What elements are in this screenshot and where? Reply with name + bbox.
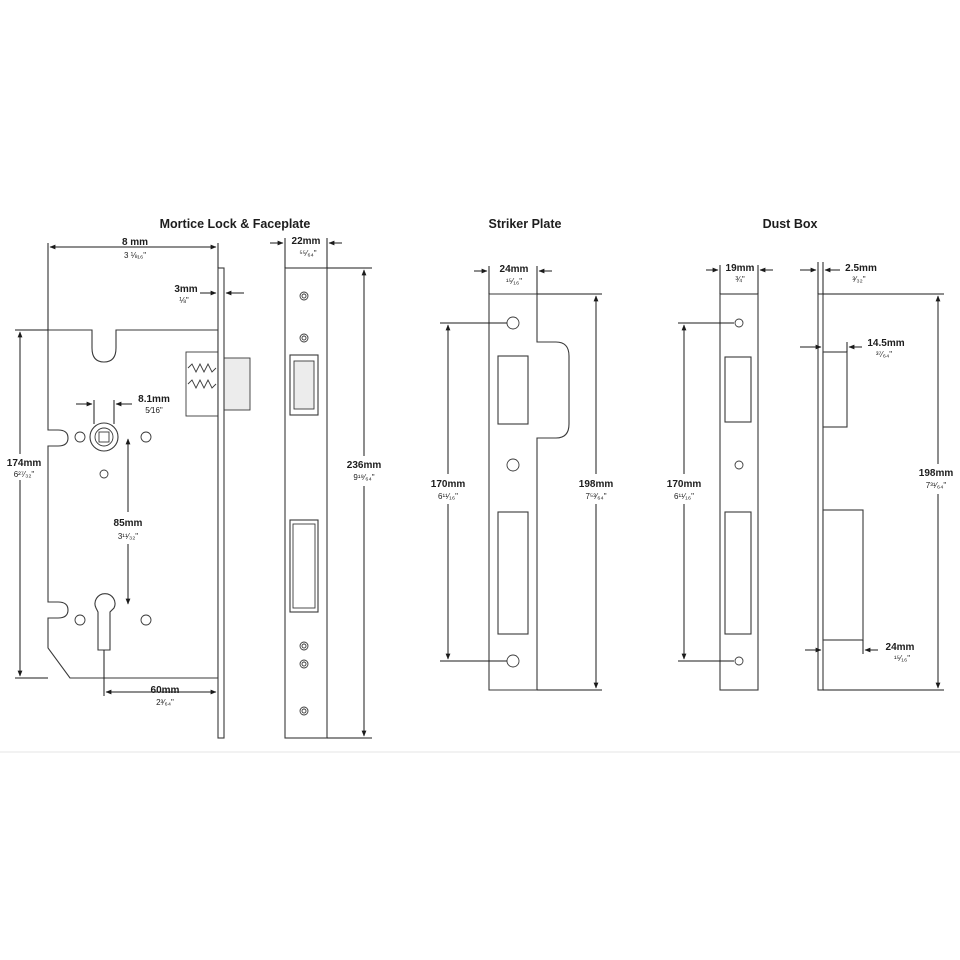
- striker-height-in: 7⁵³⁄₆₄": [585, 492, 606, 501]
- striker-height-mm: 198mm: [579, 479, 614, 490]
- dustbox-latch-slot: [724, 356, 752, 423]
- title-mortice-lock: Mortice Lock & Faceplate: [160, 217, 311, 231]
- fixing-hole: [74, 431, 86, 443]
- lock-backset-in: 2³⁄₆₄": [156, 698, 174, 707]
- plate-thickness-mm: 3mm: [174, 284, 197, 295]
- follower-size-in: 5⁄16": [145, 406, 163, 415]
- dustbox-thickness-mm: 2.5mm: [845, 263, 877, 274]
- dustbox-height-in: 7³¹⁄₆₄": [926, 481, 947, 490]
- striker-deadbolt-slot: [497, 511, 529, 635]
- follower-spindle: [89, 422, 119, 452]
- striker-width-mm: 24mm: [500, 264, 529, 275]
- lock-centres-in: 3¹¹⁄₃₂": [118, 532, 138, 541]
- faceplate-deadbolt-slot: [289, 519, 319, 613]
- latch-spring: [187, 362, 217, 390]
- lock-body: [47, 267, 251, 739]
- plate-thickness-in: ⅛": [179, 296, 189, 305]
- lock-forend: [217, 267, 225, 739]
- dustbox-centres-mm: 170mm: [667, 479, 702, 490]
- lock-width-mm: 8 mm: [122, 237, 148, 248]
- striker-centres-mm: 170mm: [431, 479, 466, 490]
- dustbox-latch-box: [822, 351, 848, 428]
- lock-backset-mm: 60mm: [151, 685, 180, 696]
- striker-width-in: ¹⁵⁄₁₆": [506, 277, 522, 286]
- lock-centres-mm: 85mm: [114, 518, 143, 529]
- dustbox-lip-mm: 24mm: [886, 642, 915, 653]
- dustbox-thickness-in: ³⁄₃₂": [852, 275, 865, 284]
- follower-size-mm: 8.1mm: [138, 394, 170, 405]
- faceplate-width-in: ⁵⁵⁄₆₄": [299, 249, 316, 258]
- dustbox-depth-in: ³⁷⁄₆₄": [876, 350, 892, 359]
- dustbox-front: [719, 293, 759, 691]
- faceplate-height-mm: 236mm: [347, 460, 382, 471]
- dustbox-deadbolt-box: [822, 509, 864, 641]
- title-striker-plate: Striker Plate: [489, 217, 562, 231]
- striker-latch-slot: [497, 355, 529, 425]
- dustbox-lip-in: ¹⁵⁄₁₆": [894, 654, 910, 663]
- faceplate-width-mm: 22mm: [292, 236, 321, 247]
- cylinder-cutout: [94, 593, 116, 651]
- dustbox-centres-in: 6¹¹⁄₁₆": [674, 492, 694, 501]
- faceplate-height-in: 9¹⁹⁄₆₄": [353, 473, 374, 482]
- dustbox-height-mm: 198mm: [919, 468, 954, 479]
- title-dust-box: Dust Box: [763, 217, 818, 231]
- striker-centres-in: 6¹¹⁄₁₆": [438, 492, 458, 501]
- fixing-hole: [140, 431, 152, 443]
- dustbox-deadbolt-slot: [724, 511, 752, 635]
- fixing-hole: [140, 614, 152, 626]
- lock-height-in: 6²⁷⁄₃₂": [14, 470, 35, 479]
- dustbox-side: [817, 293, 864, 691]
- dustbox-depth-mm: 14.5mm: [867, 338, 904, 349]
- lock-width-in: 3 ⅛₁₆": [124, 251, 146, 260]
- dustbox-width-in: ¾": [735, 275, 745, 284]
- faceplate: [284, 267, 328, 739]
- lock-height-mm: 174mm: [7, 458, 42, 469]
- striker-plate: [488, 293, 570, 691]
- fixing-hole: [74, 614, 86, 626]
- fixing-hole: [99, 469, 109, 479]
- dustbox-width-mm: 19mm: [726, 263, 755, 274]
